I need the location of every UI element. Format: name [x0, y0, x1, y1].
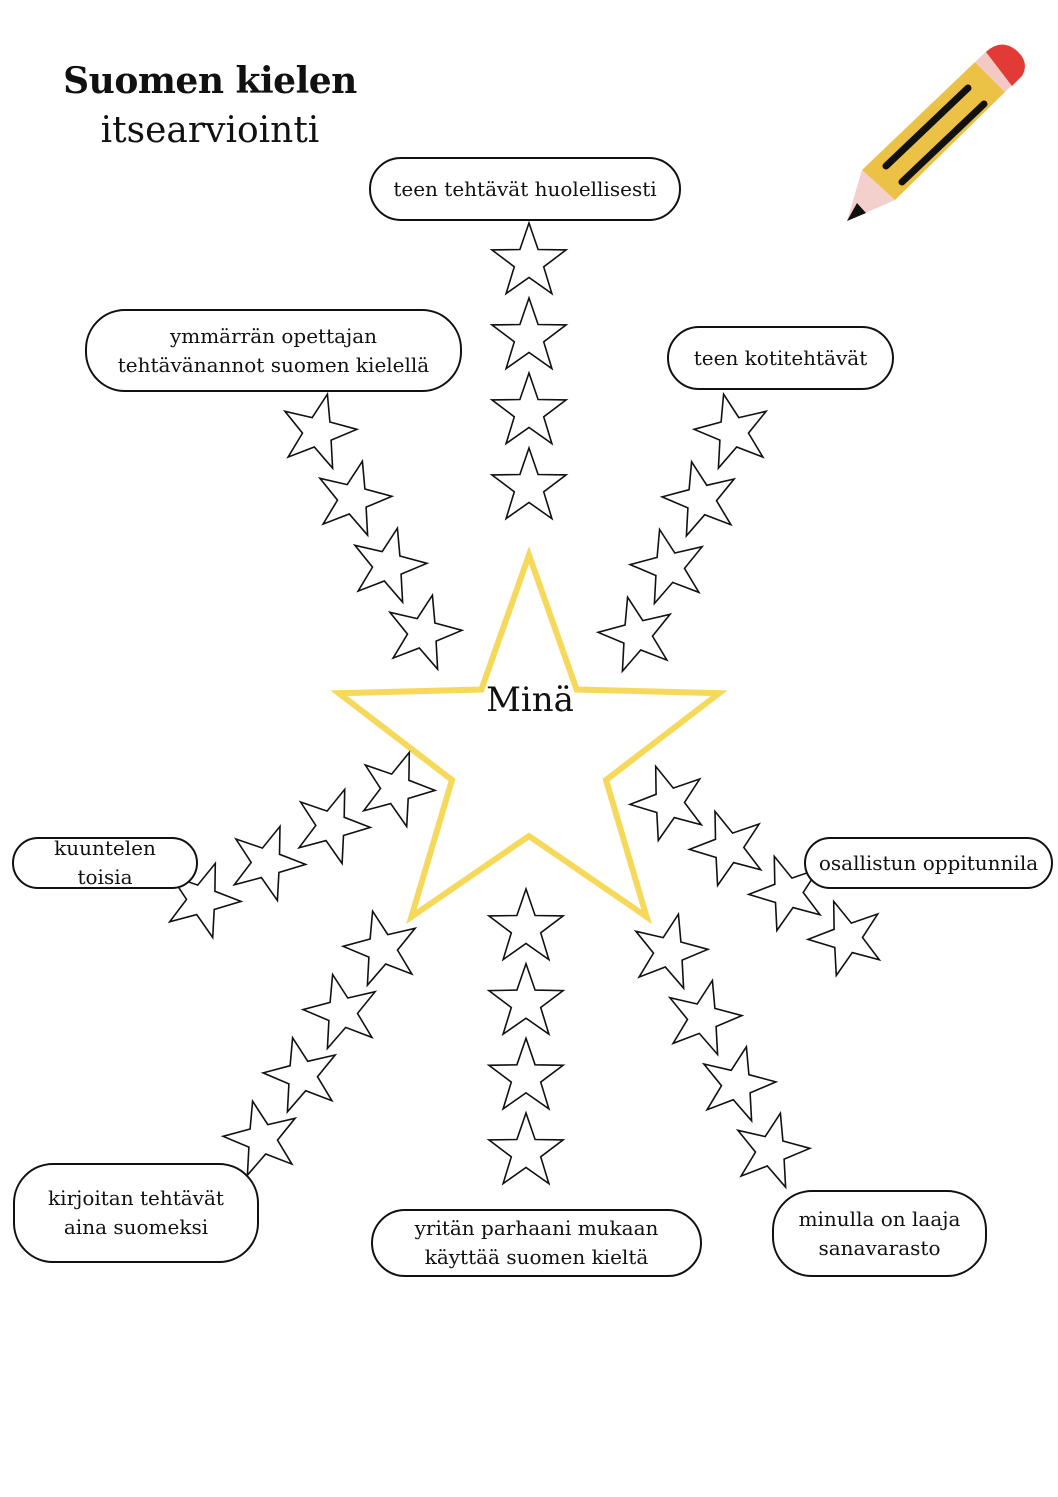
- rating-star-homework-3[interactable]: [627, 527, 705, 606]
- rating-star-participate-4[interactable]: [805, 899, 882, 978]
- rating-star-careful-4[interactable]: [489, 445, 569, 521]
- page-subtitle: itsearviointi: [100, 110, 320, 151]
- rating-star-participate-1[interactable]: [627, 764, 704, 843]
- rating-star-homework-1[interactable]: [691, 391, 769, 471]
- rating-star-listen-4[interactable]: [361, 750, 438, 829]
- goal-bubble-understand: ymmärrän opettajan tehtävänannot suomen …: [85, 309, 462, 392]
- goal-bubble-participate: osallistun oppitunnila: [804, 837, 1053, 889]
- center-label: Minä: [486, 680, 574, 720]
- goal-bubble-listen: kuuntelen toisia: [12, 836, 198, 889]
- rating-star-listen-2[interactable]: [232, 824, 309, 903]
- goal-bubble-careful: teen tehtävät huolellisesti: [369, 157, 681, 221]
- rating-star-careful-1[interactable]: [489, 220, 569, 296]
- rating-star-understand-4[interactable]: [387, 592, 465, 672]
- rating-star-homework-2[interactable]: [659, 459, 737, 539]
- rating-star-speak-3[interactable]: [486, 1035, 566, 1111]
- rating-star-speak-4[interactable]: [486, 1110, 566, 1186]
- rating-star-write-1[interactable]: [340, 908, 418, 988]
- rating-star-speak-1[interactable]: [486, 886, 566, 962]
- rating-star-write-4[interactable]: [220, 1098, 298, 1178]
- rating-star-write-2[interactable]: [300, 972, 378, 1051]
- goal-bubble-write: kirjoitan tehtävät aina suomeksi: [13, 1163, 259, 1263]
- rating-star-understand-1[interactable]: [282, 391, 360, 471]
- rating-star-vocab-2[interactable]: [667, 978, 745, 1057]
- goal-bubble-homework: teen kotitehtävät: [667, 326, 894, 390]
- goal-bubble-vocab: minulla on laaja sanavarasto: [772, 1190, 987, 1277]
- rating-star-understand-2[interactable]: [317, 458, 395, 538]
- rating-star-vocab-4[interactable]: [735, 1110, 813, 1190]
- center-star: [330, 546, 728, 925]
- rating-star-careful-2[interactable]: [489, 295, 569, 371]
- rating-star-vocab-1[interactable]: [633, 911, 711, 991]
- pencil-icon: [847, 44, 1025, 221]
- rating-star-vocab-3[interactable]: [701, 1044, 779, 1124]
- rating-star-listen-3[interactable]: [296, 787, 373, 866]
- goal-bubble-speak: yritän parhaani mukaan käyttää suomen ki…: [371, 1209, 702, 1277]
- rating-star-careful-3[interactable]: [489, 370, 569, 446]
- page-title: Suomen kielen: [63, 60, 357, 102]
- rating-star-participate-2[interactable]: [686, 809, 763, 888]
- rating-star-understand-3[interactable]: [352, 525, 430, 605]
- rating-star-homework-4[interactable]: [595, 594, 673, 674]
- rating-star-write-3[interactable]: [260, 1035, 338, 1115]
- rating-star-speak-2[interactable]: [486, 961, 566, 1037]
